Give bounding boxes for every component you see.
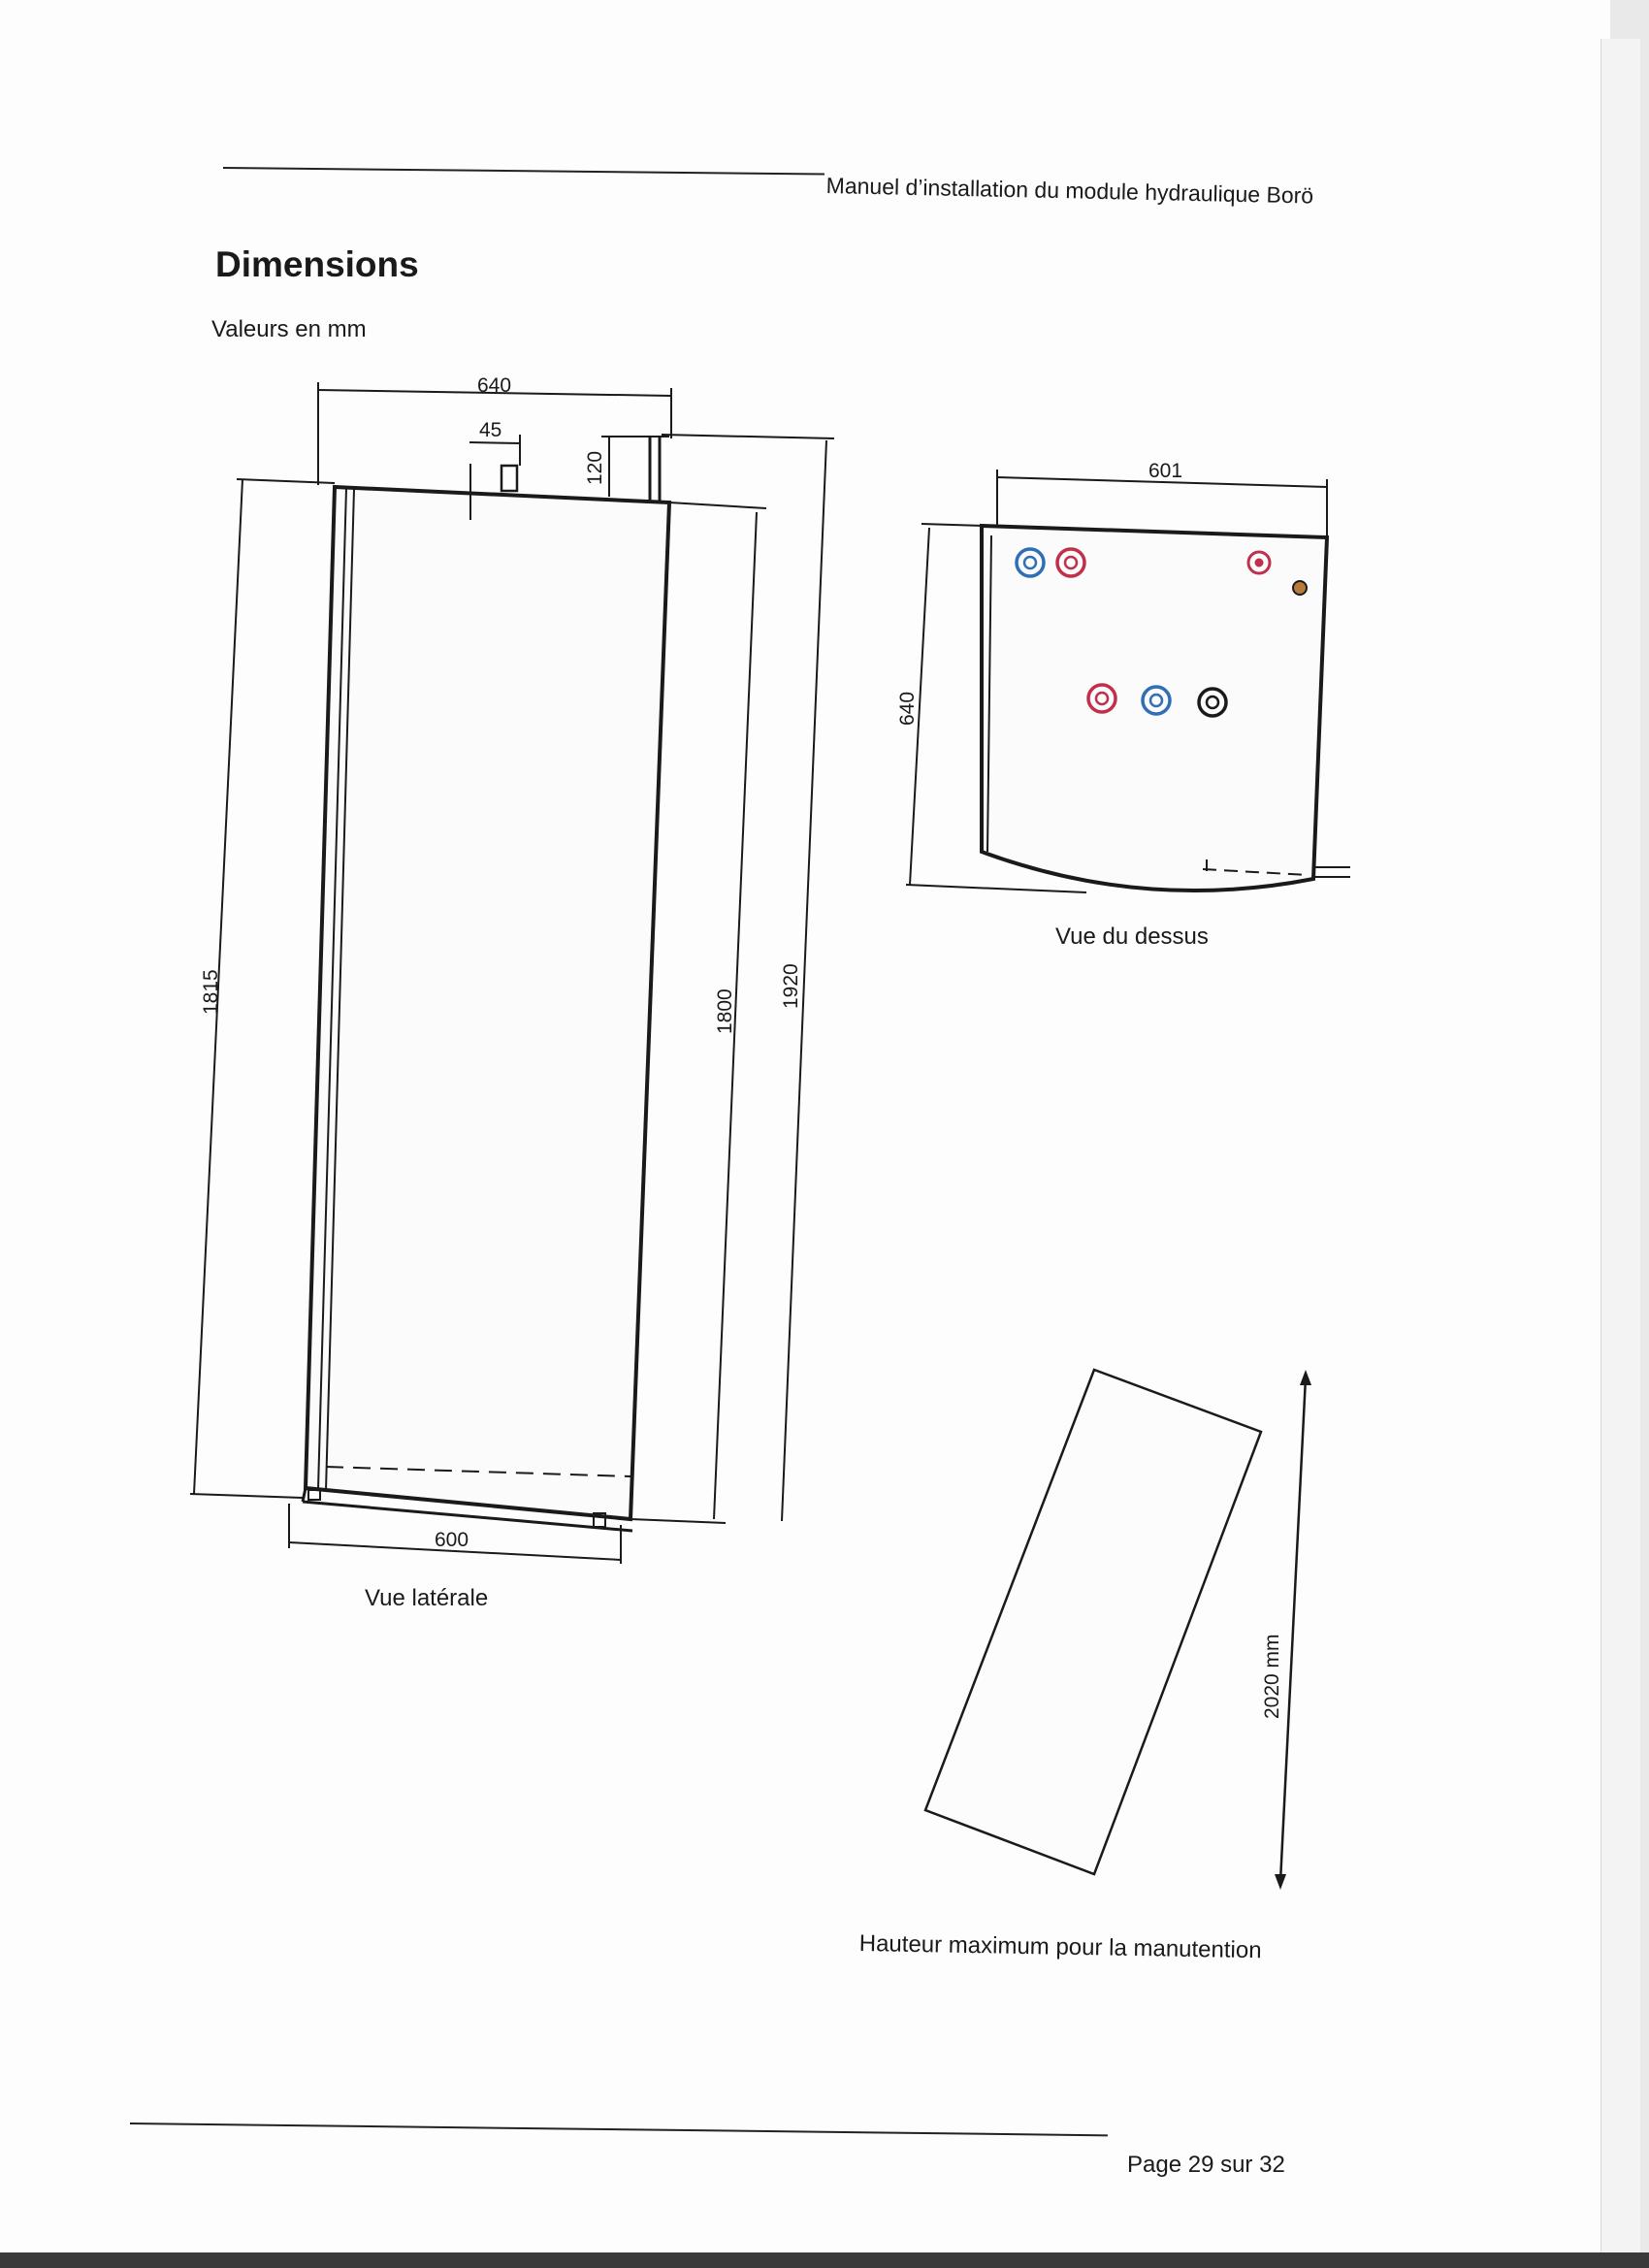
dim-height-1920: 1920 [780,963,802,1009]
side-view-drawing [301,436,672,1533]
handling-drawing [923,1368,1311,1890]
cold-water-connection [1015,547,1046,578]
cold-water-connection-inner [1022,555,1038,570]
heating-flow-connection [1086,683,1117,714]
hot-water-connection [1055,547,1086,578]
dim-width-640: 640 [477,374,511,397]
dim-pipe-45: 45 [479,419,501,441]
heating-flow-connection-inner [1094,691,1110,706]
dim-base-600: 600 [435,1529,469,1551]
top-view-dimension-lines [905,470,1328,893]
heating-return-connection-inner [1148,693,1164,708]
drain-connection-inner [1205,695,1220,710]
page-number: Page 29 sur 32 [1127,2152,1285,2178]
scan-border [0,2252,1649,2268]
side-view-caption: Vue latérale [365,1585,489,1611]
dim-pipe-120: 120 [584,451,606,485]
units-note: Valeurs en mm [211,316,367,342]
max-handling-height: 2020 mm [1261,1634,1283,1719]
dim-top-depth-640: 640 [896,692,919,726]
top-view-drawing [980,523,1350,893]
dim-top-width-601: 601 [1148,460,1182,482]
hot-flow-connection [1246,550,1272,575]
sensor-connection [1292,580,1308,596]
section-title: Dimensions [215,244,419,284]
top-view-connections [1015,547,1308,718]
dim-height-1800: 1800 [714,988,736,1034]
drain-connection [1197,687,1228,718]
manual-page [0,0,1610,2268]
page-edge [1600,39,1640,2268]
top-view-caption: Vue du dessus [1055,923,1209,950]
hot-water-connection-inner [1063,555,1079,570]
heating-return-connection [1141,685,1172,716]
hot-flow-connection-inner [1254,558,1264,567]
dim-height-1815: 1815 [200,969,222,1015]
side-view-dimension-lines [189,382,835,1564]
